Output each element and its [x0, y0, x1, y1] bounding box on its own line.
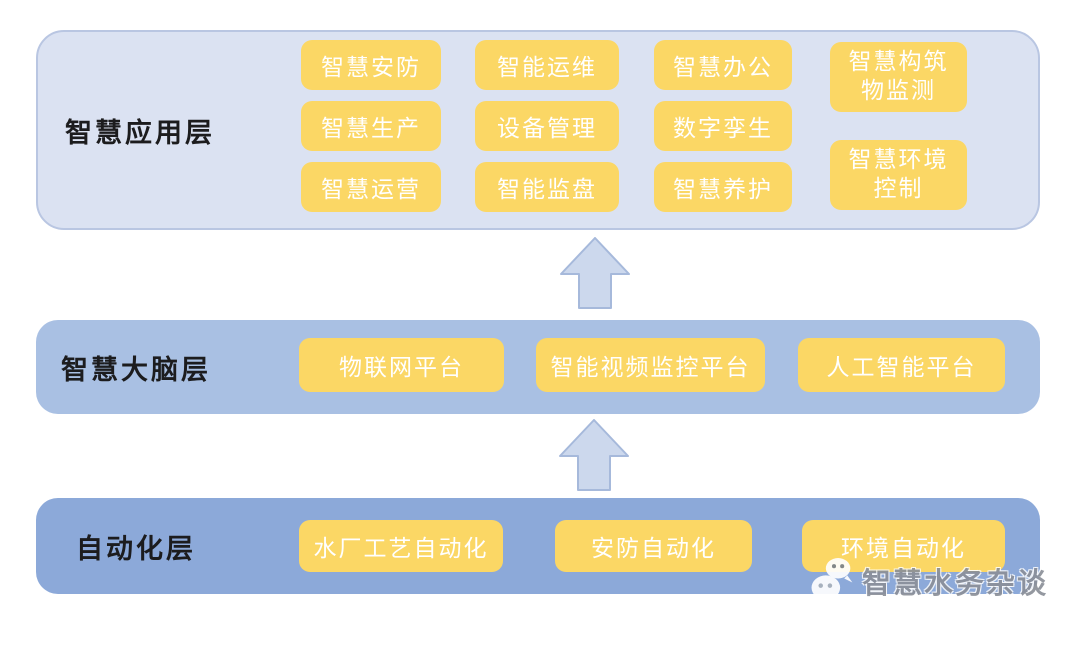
up-arrow-icon	[560, 237, 630, 309]
chip-intelligent-monitoring: 智能监盘	[475, 162, 619, 212]
application-chip-column-2: 智能运维 设备管理 智能监盘	[475, 40, 619, 212]
chip-security-automation: 安防自动化	[555, 520, 752, 572]
chip-smart-production: 智慧生产	[301, 101, 441, 151]
chip-iot-platform: 物联网平台	[299, 338, 504, 392]
chip-plant-process-automation: 水厂工艺自动化	[299, 520, 503, 572]
chip-ai-platform: 人工智能平台	[798, 338, 1005, 392]
application-chip-column-1: 智慧安防 智慧生产 智慧运营	[301, 40, 441, 212]
layer-smart-brain: 智慧大脑层 物联网平台 智能视频监控平台 人工智能平台	[36, 320, 1040, 414]
chip-structure-monitoring: 智慧构筑物监测	[830, 42, 967, 112]
chip-intelligent-ops-maintenance: 智能运维	[475, 40, 619, 90]
chip-video-surveillance-platform: 智能视频监控平台	[536, 338, 765, 392]
layer-smart-application: 智慧应用层 智慧安防 智慧生产 智慧运营 智能运维 设备管理 智能监盘 智慧办公…	[36, 30, 1040, 230]
chip-smart-maintenance: 智慧养护	[654, 162, 792, 212]
chip-digital-twin: 数字孪生	[654, 101, 792, 151]
watermark-text: 智慧水务杂谈	[862, 565, 1049, 600]
layer-label-smart-application: 智慧应用层	[65, 117, 215, 149]
chip-smart-office: 智慧办公	[654, 40, 792, 90]
watermark: 智慧水务杂谈	[810, 556, 1048, 605]
application-chip-column-4: 智慧构筑物监测 智慧环境控制	[830, 42, 967, 210]
layer-label-smart-brain: 智慧大脑层	[61, 354, 211, 386]
chip-equipment-management: 设备管理	[475, 101, 619, 151]
up-arrow-icon	[559, 419, 629, 491]
application-chip-column-3: 智慧办公 数字孪生 智慧养护	[654, 40, 792, 212]
wechat-icon	[811, 558, 853, 604]
layer-label-automation: 自动化层	[76, 533, 196, 565]
chip-smart-operations: 智慧运营	[301, 162, 441, 212]
chip-environment-control: 智慧环境控制	[830, 140, 967, 210]
chip-smart-security: 智慧安防	[301, 40, 441, 90]
layer-automation: 自动化层 水厂工艺自动化 安防自动化 环境自动化	[36, 498, 1040, 594]
